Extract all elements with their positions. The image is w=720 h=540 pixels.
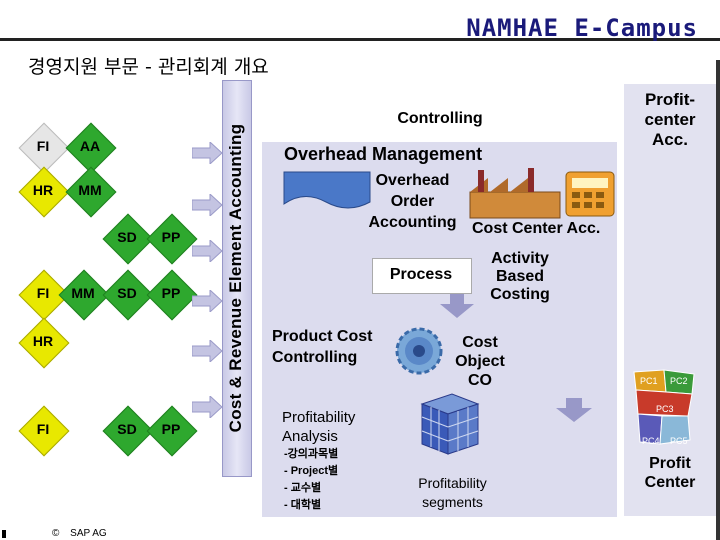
document-icon	[283, 171, 371, 209]
overhead-order-label: Overhead Order Accounting	[340, 170, 485, 233]
module-label: PP	[161, 229, 181, 245]
module-label: SD	[117, 229, 137, 245]
module-label: FI	[36, 421, 50, 437]
cube-icon	[420, 393, 480, 455]
list-item: - Project별	[284, 465, 339, 477]
profit-center-label: Profit Center	[622, 454, 718, 492]
element-accounting-label: Cost & Revenue Element Accounting	[226, 123, 245, 433]
process-label: Process	[389, 266, 453, 283]
arrow-down-icon	[556, 398, 592, 422]
slide-marker	[2, 530, 6, 538]
module-label: AA	[79, 138, 101, 154]
map-label-pc2: PC2	[670, 376, 688, 386]
text-line: Object	[455, 353, 505, 370]
text-line: Profit-	[644, 90, 696, 109]
overhead-management-label: Overhead Management	[284, 144, 483, 164]
text-line: Profitability	[418, 475, 487, 491]
text-line: Accounting	[368, 214, 457, 231]
product-cost-label: Product Cost Controlling	[272, 326, 372, 368]
map-label-pc3: PC3	[656, 404, 674, 414]
module-label: SD	[117, 285, 137, 301]
map-label-pc1: PC1	[640, 376, 658, 386]
controlling-title: Controlling	[397, 110, 483, 127]
text-line: Product Cost	[272, 328, 373, 345]
cost-object-label: Cost Object CO	[440, 333, 520, 390]
module-label: FI	[36, 138, 50, 154]
map-label-pc5: PC5	[670, 436, 688, 446]
text-line: Controlling	[272, 349, 358, 366]
footer-owner: SAP AG	[70, 528, 107, 539]
arrow-down-icon	[440, 294, 474, 318]
arrow-right-icon	[192, 290, 222, 312]
module-label: FI	[36, 285, 50, 301]
module-label: HR	[32, 182, 54, 198]
text-line: Center	[644, 474, 696, 491]
module-label: MM	[78, 182, 102, 198]
text-line: center	[644, 110, 696, 129]
region-map-icon	[633, 369, 695, 445]
module-label: HR	[32, 333, 54, 349]
text-line: Profit	[649, 455, 691, 472]
arrow-right-icon	[192, 194, 222, 216]
list-item: -강의과목별	[284, 448, 339, 460]
list-item: - 대학별	[284, 499, 322, 511]
module-label: PP	[161, 285, 181, 301]
process-box	[372, 258, 472, 294]
right-edge-bar	[716, 60, 720, 540]
text-line: Cost	[462, 334, 498, 351]
arrow-right-icon	[192, 340, 222, 362]
text-line: Activity	[491, 250, 549, 267]
text-line: Based	[495, 268, 545, 285]
profitability-items-list: -강의과목별 - Project별 - 교수별 - 대학별	[284, 446, 338, 514]
arrow-right-icon	[192, 142, 222, 164]
text-line: Costing	[490, 286, 550, 303]
gear-icon	[395, 327, 443, 375]
text-line: Profitability	[282, 409, 356, 426]
profitability-analysis-label: Profitability Analysis	[282, 408, 355, 446]
footer-copyright: © SAP AG	[52, 528, 107, 539]
text-line: Analysis	[282, 428, 338, 445]
text-line: segments	[422, 494, 483, 510]
brand-title: NAMHAE E-Campus	[466, 14, 698, 42]
list-item: - 교수별	[284, 482, 322, 494]
module-label: SD	[117, 421, 137, 437]
arrow-right-icon	[192, 240, 222, 262]
module-label: MM	[71, 285, 95, 301]
text-line: CO	[468, 372, 492, 389]
element-accounting-bar	[222, 80, 252, 477]
factory-icon	[469, 168, 615, 219]
text-line: Overhead	[375, 172, 450, 189]
map-label-pc4: PC4	[642, 436, 660, 446]
activity-based-costing-label: Activity Based Costing	[470, 250, 570, 304]
cost-center-label: Cost Center Acc.	[472, 220, 601, 237]
text-line: Order	[390, 193, 435, 210]
copyright-symbol: ©	[52, 528, 60, 539]
header-divider	[0, 38, 720, 41]
profitability-segments-label: Profitability segments	[400, 474, 505, 512]
profit-center-panel	[624, 84, 716, 516]
page-title: 경영지원 부문 - 관리회계 개요	[28, 56, 269, 78]
module-label: PP	[161, 421, 181, 437]
arrow-right-icon	[192, 396, 222, 418]
text-line: Acc.	[652, 130, 688, 149]
profit-center-acc-label: Profit- center Acc.	[622, 90, 718, 150]
